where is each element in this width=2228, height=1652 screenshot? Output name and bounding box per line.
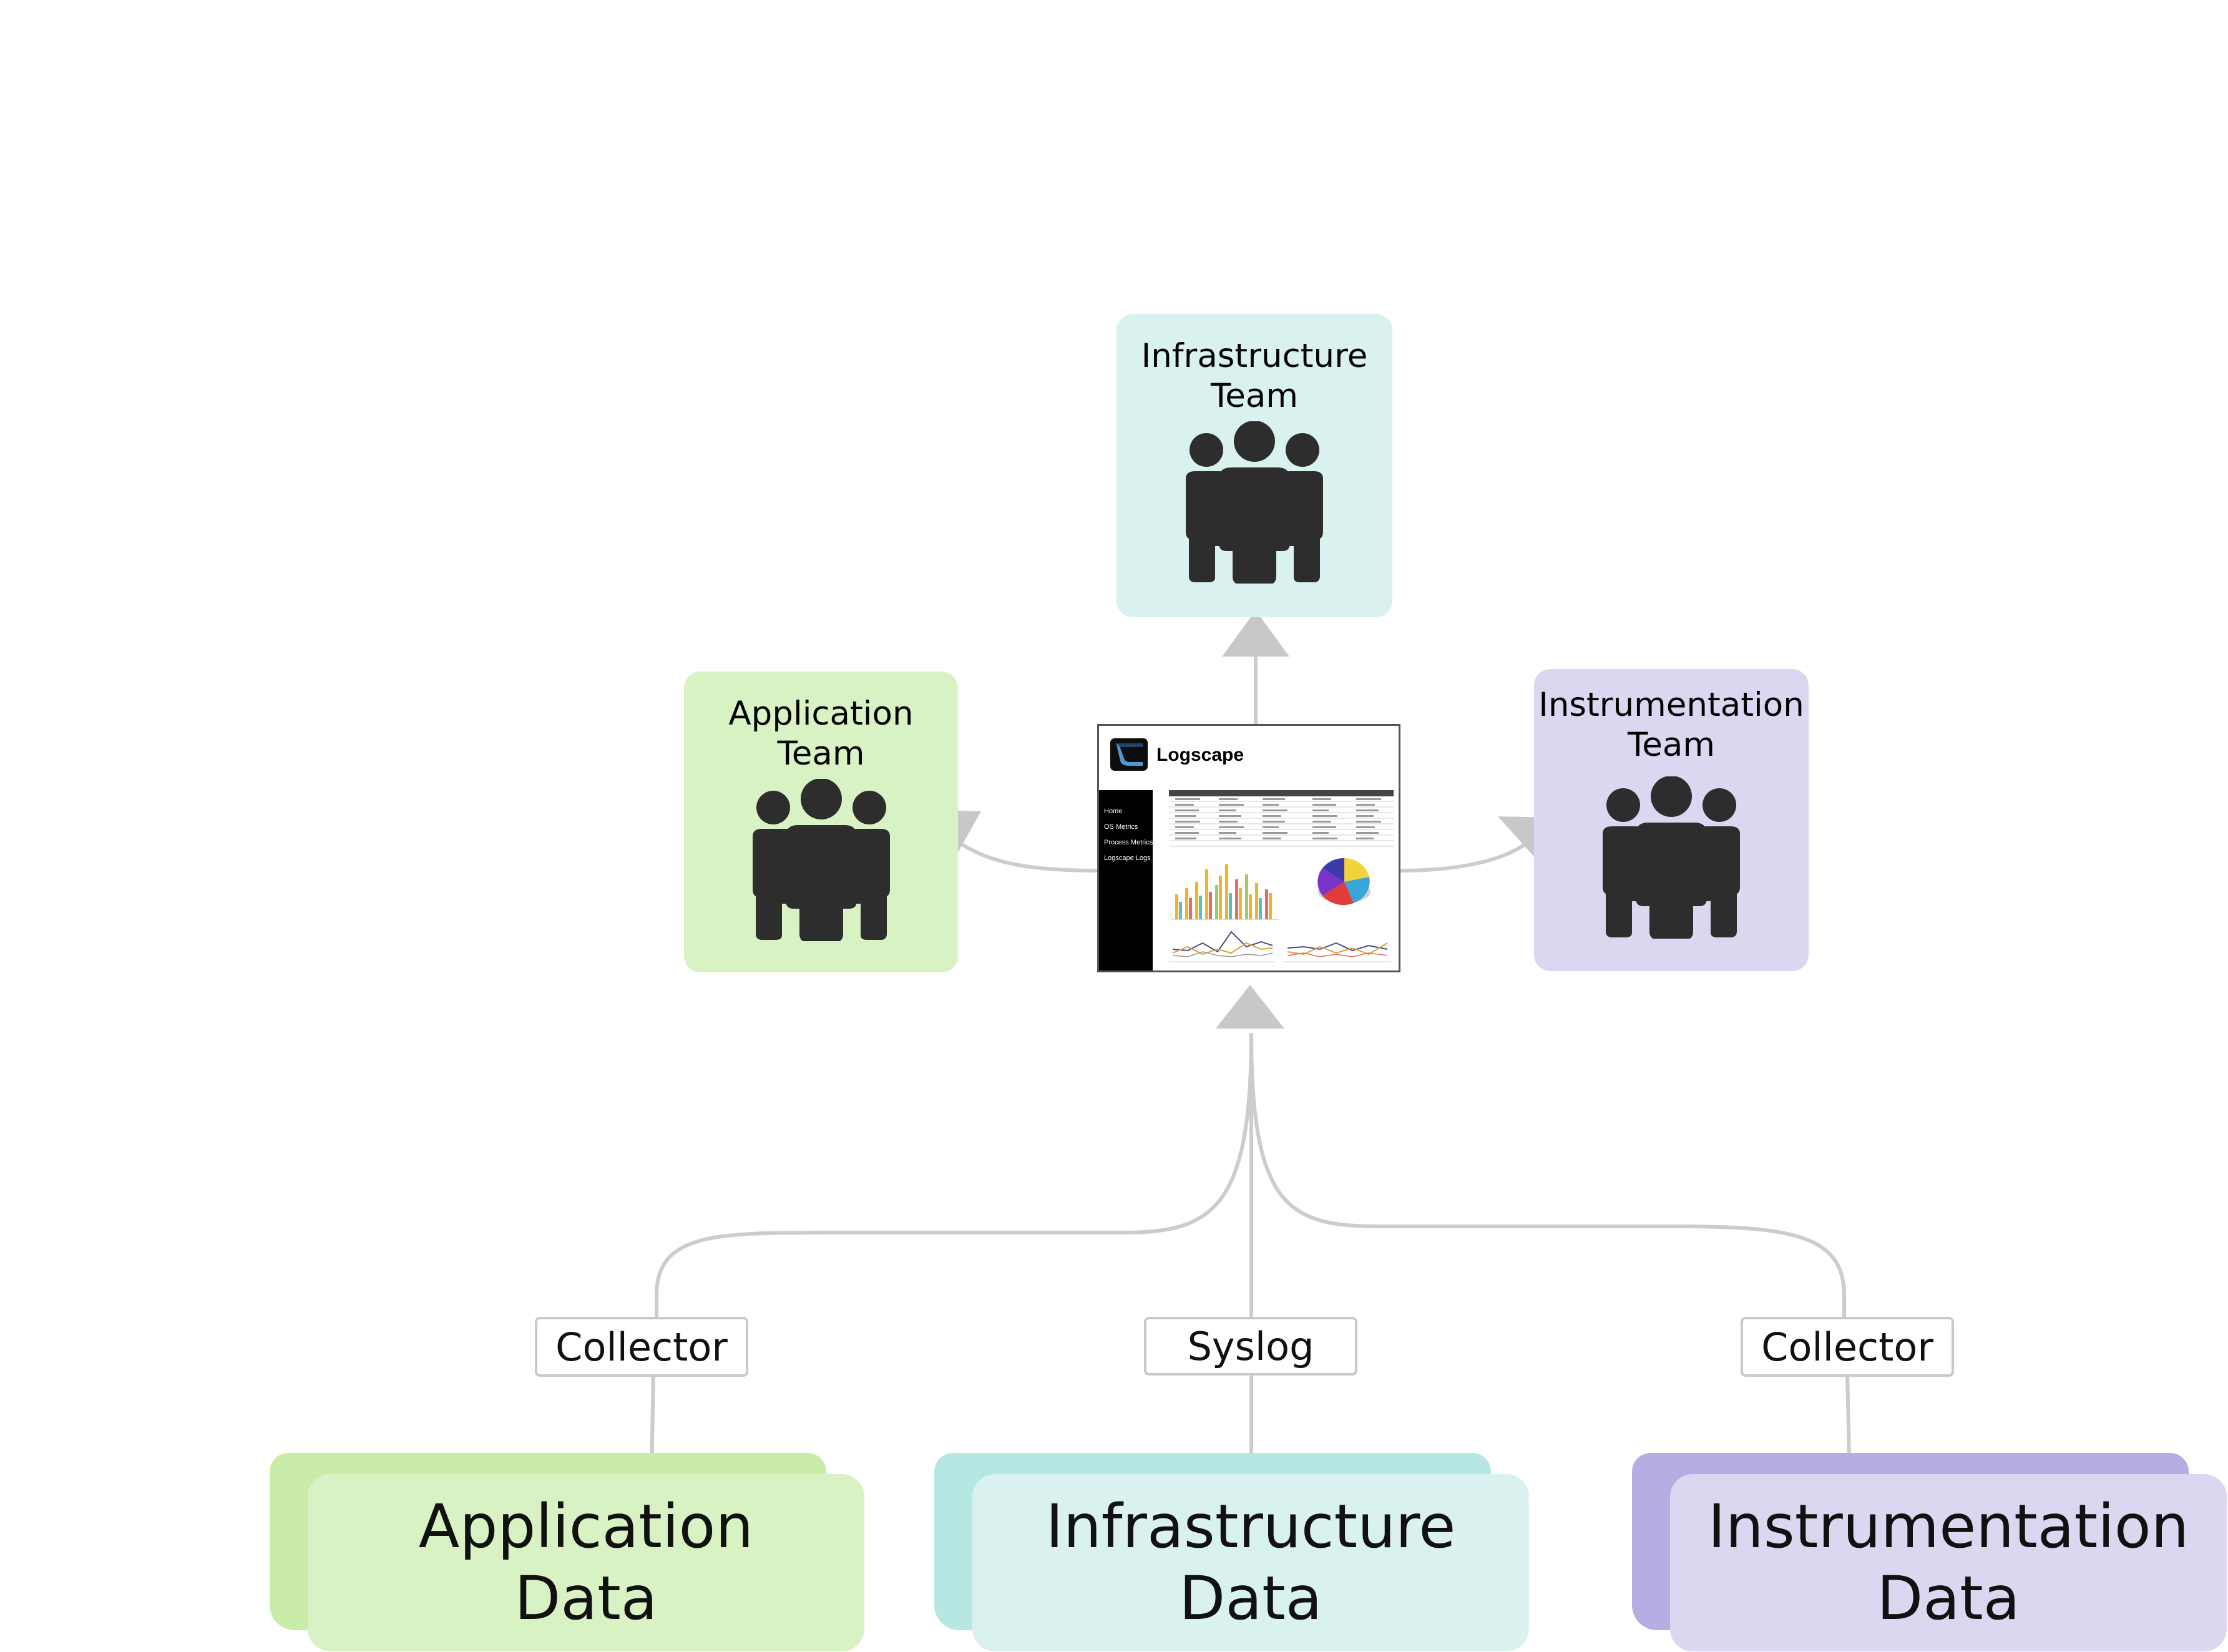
instrumentation-team-title: Instrumentation Team [1538,686,1804,764]
infrastructure-data-card: Infrastructure Data [972,1474,1529,1651]
arrow-head-up-dashboard [1216,985,1284,1029]
dashboard-line-chart-left [1169,931,1275,962]
application-collector-label[interactable]: Collector [535,1317,748,1377]
infrastructure-syslog-label[interactable]: Syslog [1144,1317,1357,1376]
dashboard-brand-name: Logscape [1156,745,1244,765]
dashboard-bar-chart [1171,864,1279,920]
application-flow-line [655,1032,1253,1317]
instrumentation-team-node[interactable]: Instrumentation Team [1534,669,1809,971]
dashboard-nav-logscape-logs[interactable]: Logscape Logs [1104,854,1151,862]
instrumentation-collector-label[interactable]: Collector [1741,1317,1954,1377]
instrumentation-flow-line [1249,1032,1846,1317]
dashboard-nav-os-metrics[interactable]: OS Metrics [1104,823,1138,831]
users-group-icon [1603,776,1740,939]
infrastructure-team-node[interactable]: Infrastructure Team [1116,314,1392,617]
dashboard-pie-chart [1317,858,1371,906]
dashboard-data-table [1169,790,1394,847]
dashboard-nav-process-metrics[interactable]: Process Metrics [1104,839,1153,846]
arrow-head-up-infrastructure [1222,610,1289,657]
dashboard-sidebar: Home OS Metrics Process Metrics Logscape… [1099,790,1153,970]
dashboard-to-application-line [960,842,1098,872]
logscape-dashboard-thumbnail[interactable]: Logscape Home OS Metrics Process Metrics… [1097,724,1400,972]
application-data-card: Application Data [308,1474,864,1651]
dashboard-to-instrumentation-line [1400,842,1527,872]
infrastructure-team-title: Infrastructure Team [1141,337,1368,415]
instrumentation-data-card: Instrumentation Data [1670,1474,2227,1651]
dashboard-nav-home[interactable]: Home [1104,808,1123,815]
users-group-icon [752,779,890,941]
users-group-icon [1186,421,1323,584]
dashboard-line-chart-right [1284,942,1391,962]
application-team-node[interactable]: Application Team [684,672,958,972]
application-team-title: Application Team [728,695,914,773]
logscape-logo-icon [1110,738,1148,771]
instrumentation-tag-stem [1845,1372,1851,1458]
